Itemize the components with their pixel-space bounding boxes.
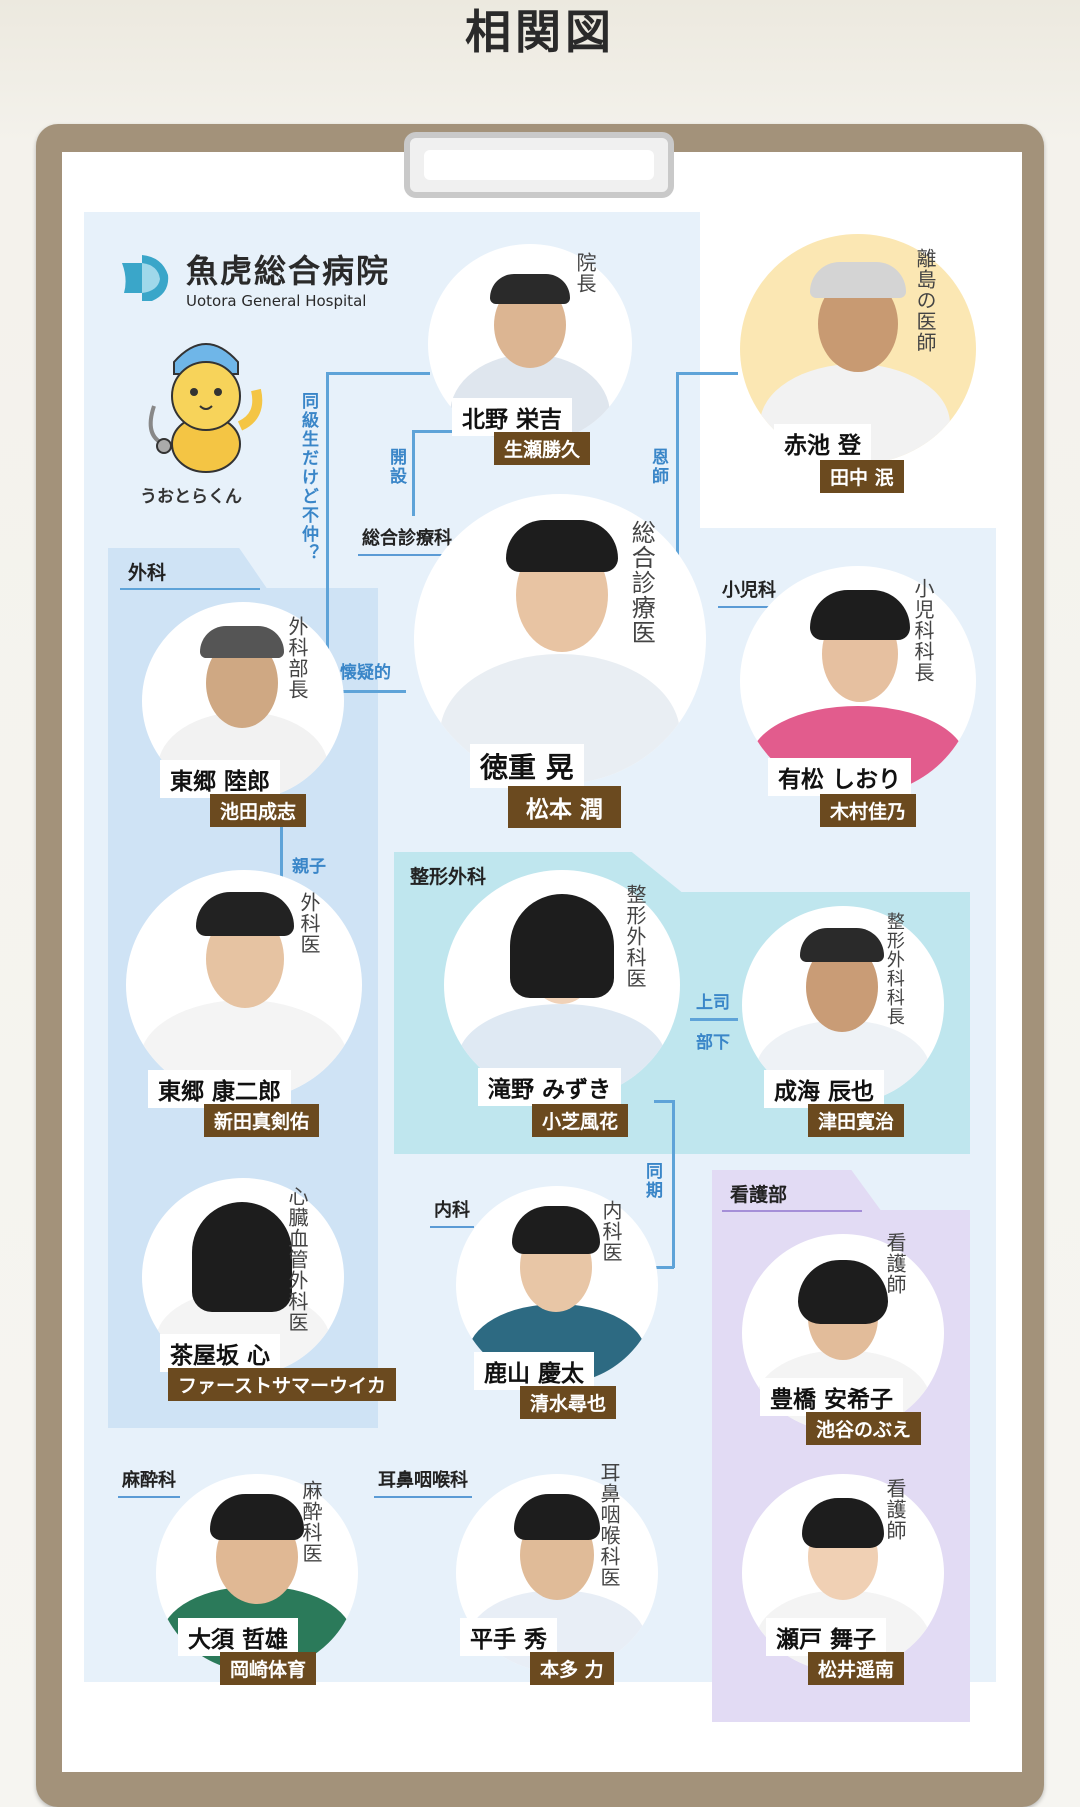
dept-masui-label: 麻酔科 [118, 1466, 180, 1498]
akaike-actor: 田中 泯 [820, 460, 904, 493]
tiger-mascot-icon [134, 326, 270, 476]
hospital-name-en: Uotora General Hospital [186, 292, 367, 310]
togo-rikuro-actor: 池田成志 [210, 794, 307, 827]
tokushige-actor: 松本 潤 [508, 786, 622, 828]
relation-mentor: 恩師 [648, 448, 668, 486]
togo-kojiro-name: 東郷 康二郎 [148, 1070, 292, 1108]
seto-name: 瀬戸 舞子 [766, 1618, 887, 1656]
tokushige-photo [414, 494, 706, 784]
arimatsu-role: 小児科科長 [911, 578, 935, 683]
narumi-role: 整形外科科長 [883, 912, 905, 1026]
geka-underline [120, 588, 260, 590]
togo-kojiro-role: 外科医 [297, 892, 321, 955]
boss-line [690, 1018, 738, 1021]
dept-shounika-label: 小児科 [718, 576, 780, 608]
relation-founded: 開設 [386, 448, 406, 486]
same-year-line-v [672, 1100, 675, 1268]
hospital-name-ja: 魚虎総合病院 [186, 252, 391, 290]
seikei-tab-label: 整形外科 [410, 866, 487, 888]
narumi-actor: 津田寛治 [808, 1104, 905, 1137]
kitano-actor: 生瀬勝久 [494, 432, 591, 465]
kango-underline [722, 1210, 862, 1212]
mascot-name: うおとらくん [140, 487, 242, 507]
shikayama-actor: 清水尋也 [520, 1386, 617, 1419]
suspicious-line [326, 690, 406, 693]
clipboard-clip-inner [424, 150, 654, 180]
same-year-line-bottom [650, 1266, 674, 1269]
hirate-role: 耳鼻咽喉科医 [597, 1462, 621, 1588]
hospital-logo-icon [118, 249, 174, 307]
akaike-name: 赤池 登 [774, 424, 872, 462]
shikayama-photo [456, 1186, 658, 1384]
toyohashi-name: 豊橋 安希子 [760, 1378, 904, 1416]
togo-kojiro-photo [126, 870, 362, 1100]
seto-role: 看護師 [883, 1478, 907, 1541]
shikayama-name: 鹿山 慶太 [474, 1352, 595, 1390]
toyohashi-role: 看護師 [883, 1232, 907, 1295]
hospital-logo: 魚虎総合病院 Uotora General Hospital [118, 246, 390, 310]
kitano-role: 院長 [573, 252, 597, 294]
mentor-line-v [676, 372, 679, 596]
relation-parent-child: 親子 [292, 857, 326, 877]
chayazaka-role: 心臓血管外科医 [285, 1186, 309, 1333]
kitano-classmate-line-h [326, 372, 430, 375]
relation-same-year: 同期 [642, 1162, 662, 1200]
relation-subordinate: 部下 [696, 1033, 730, 1053]
kitano-name: 北野 栄吉 [452, 398, 573, 436]
dept-general-label: 総合診療科 [358, 524, 456, 556]
arimatsu-actor: 木村佳乃 [820, 794, 917, 827]
narumi-name: 成海 辰也 [764, 1070, 885, 1108]
dept-naika-label: 内科 [430, 1196, 474, 1228]
ohsu-actor: 岡崎体育 [220, 1652, 317, 1685]
tokushige-role: 総合診療医 [627, 520, 656, 645]
mentor-line-h [676, 372, 738, 375]
togo-kojiro-actor: 新田真剣佑 [204, 1104, 320, 1137]
hirate-name: 平手 秀 [460, 1618, 558, 1656]
akaike-role: 離島の医師 [913, 248, 937, 353]
takino-role: 整形外科医 [623, 884, 647, 989]
toyohashi-actor: 池谷のぶえ [806, 1412, 922, 1445]
seto-actor: 松井遥南 [808, 1652, 905, 1685]
same-year-line-top [654, 1100, 674, 1103]
shikayama-role: 内科医 [599, 1200, 623, 1263]
geka-tab-label: 外科 [128, 562, 167, 584]
kitano-classmate-line-v [326, 372, 329, 692]
founded-line-h [412, 430, 454, 433]
chayazaka-name: 茶屋坂 心 [160, 1334, 281, 1372]
kango-tab-label: 看護部 [730, 1184, 788, 1206]
ohsu-name: 大須 哲雄 [178, 1618, 299, 1656]
takino-actor: 小芝風花 [532, 1104, 629, 1137]
togo-rikuro-name: 東郷 陸郎 [160, 760, 281, 798]
parent-child-line [280, 822, 283, 906]
relation-classmates: 同級生だけど不仲？ [298, 392, 318, 563]
dept-jibi-label: 耳鼻咽喉科 [374, 1466, 472, 1498]
geka-tab [108, 548, 268, 590]
takino-name: 滝野 みずき [478, 1068, 622, 1106]
relation-boss: 上司 [696, 993, 730, 1013]
founded-line-v [412, 430, 415, 516]
takino-photo [444, 870, 680, 1100]
page-title: 相関図 [465, 5, 615, 59]
ohsu-role: 麻酔科医 [299, 1480, 323, 1564]
chayazaka-actor: ファーストサマーウイカ [168, 1368, 397, 1401]
relation-suspicious: 懐疑的 [340, 663, 391, 683]
arimatsu-name: 有松 しおり [768, 758, 912, 796]
hirate-actor: 本多 力 [530, 1652, 614, 1685]
kango-tab [712, 1170, 882, 1212]
togo-rikuro-role: 外科部長 [285, 616, 309, 700]
tokushige-name: 徳重 晃 [470, 744, 584, 788]
